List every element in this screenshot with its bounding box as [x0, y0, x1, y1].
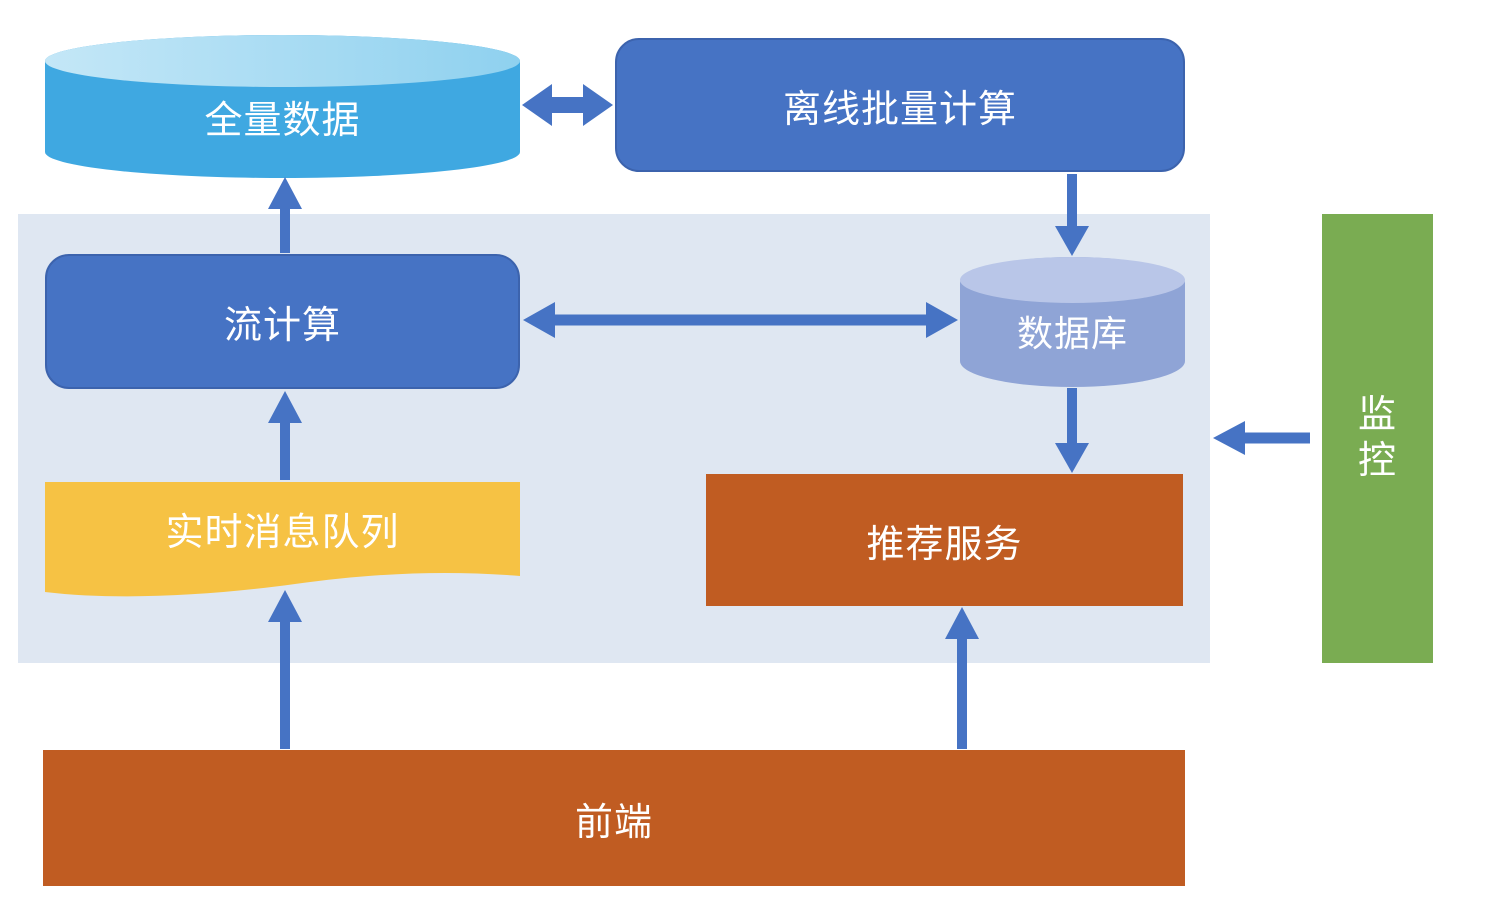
node-monitor-label: 监控 [1357, 393, 1397, 482]
node-frontend: 前端 [43, 750, 1185, 886]
node-offline-batch-label: 离线批量计算 [782, 88, 1017, 131]
arrow-fulldata-offline-bidirectional [522, 84, 613, 126]
node-frontend-label: 前端 [574, 801, 653, 844]
node-full-data: 全量数据 [45, 35, 520, 178]
cylinder-top-ellipse [45, 35, 520, 87]
node-rec-service-label: 推荐服务 [866, 523, 1023, 566]
node-offline-batch: 离线批量计算 [615, 38, 1185, 172]
node-database-label: 数据库 [1016, 313, 1128, 354]
node-database: 数据库 [960, 257, 1185, 387]
cylinder-top-ellipse [960, 257, 1185, 303]
node-rec-service: 推荐服务 [706, 474, 1183, 606]
wave-shape [45, 482, 520, 597]
arrow-monitor-left [1213, 421, 1310, 455]
node-stream-compute: 流计算 [45, 254, 520, 389]
node-full-data-label: 全量数据 [204, 100, 361, 142]
node-stream-compute-label: 流计算 [223, 305, 341, 347]
node-realtime-mq: 实时消息队列 [45, 482, 520, 600]
node-monitor: 监控 [1322, 214, 1433, 663]
node-realtime-mq-label: 实时消息队列 [165, 511, 400, 554]
